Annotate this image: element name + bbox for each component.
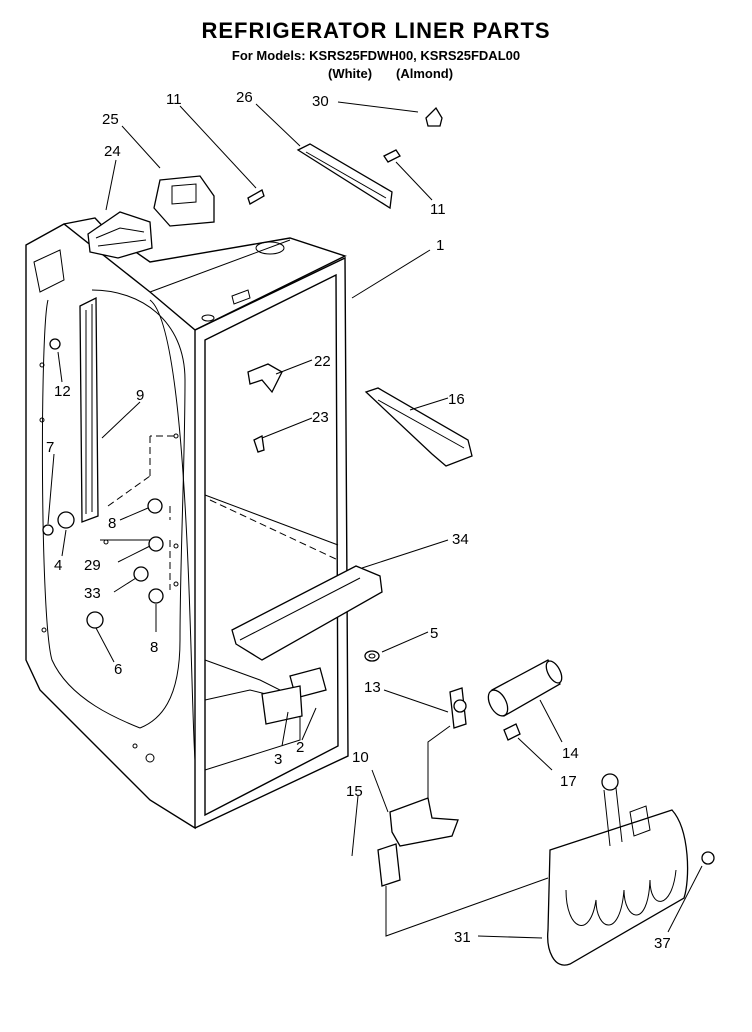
callout-23: 23: [312, 409, 329, 426]
liner-body: [25, 217, 349, 830]
part-9-channel: [79, 296, 99, 523]
callout-6: 6: [114, 661, 122, 678]
hardware-screws: [42, 149, 401, 629]
callout-8-lower: 8: [150, 639, 158, 656]
callout-13: 13: [364, 679, 381, 696]
part-30-clip: [425, 106, 443, 127]
callout-30: 30: [312, 93, 329, 110]
callout-34: 34: [452, 531, 469, 548]
callout-33: 33: [84, 585, 101, 602]
part-16-support: [364, 387, 473, 467]
part-24-duct: [87, 211, 153, 259]
part-26-rail: [296, 143, 393, 210]
part-34-crossbar: [231, 565, 383, 661]
part-25-bracket: [153, 175, 215, 227]
callout-2: 2: [296, 739, 304, 756]
part-10-bracket: [377, 797, 459, 887]
callout-11-top: 11: [166, 91, 182, 108]
part-5-grommet: [364, 650, 380, 662]
callout-25: 25: [102, 111, 119, 128]
callout-1: 1: [436, 237, 444, 254]
callout-29: 29: [84, 557, 101, 574]
callout-7: 7: [46, 439, 54, 456]
page-title: REFRIGERATOR LINER PARTS: [201, 18, 551, 43]
part-22-bracket: [247, 363, 283, 394]
callout-37: 37: [654, 935, 671, 952]
callout-15: 15: [346, 783, 363, 800]
callout-14: 14: [562, 745, 579, 762]
callout-16: 16: [448, 391, 465, 408]
callout-12: 12: [54, 383, 71, 400]
part-17-clip: [503, 723, 521, 741]
callout-26: 26: [236, 89, 253, 106]
callout-5: 5: [430, 625, 438, 642]
part-13-damper: [449, 687, 467, 729]
callout-4: 4: [54, 557, 62, 574]
callout-8-upper: 8: [108, 515, 116, 532]
callout-9: 9: [136, 387, 144, 404]
models-line: For Models: KSRS25FDWH00, KSRS25FDAL00: [231, 48, 521, 63]
callout-3: 3: [274, 751, 282, 768]
variant-white: (White): [328, 66, 373, 81]
callout-22: 22: [314, 353, 331, 370]
callout-11-right: 11: [430, 201, 446, 218]
callout-17: 17: [560, 773, 577, 790]
part-14-cylinder: [487, 659, 563, 717]
part-31-heater: [547, 773, 689, 966]
leader-lines: [47, 101, 703, 939]
callout-10: 10: [352, 749, 369, 766]
callout-31: 31: [454, 929, 471, 946]
part-2-3-fittings: [261, 667, 327, 725]
callout-24: 24: [104, 143, 121, 160]
variant-almond: (Almond): [396, 66, 454, 81]
